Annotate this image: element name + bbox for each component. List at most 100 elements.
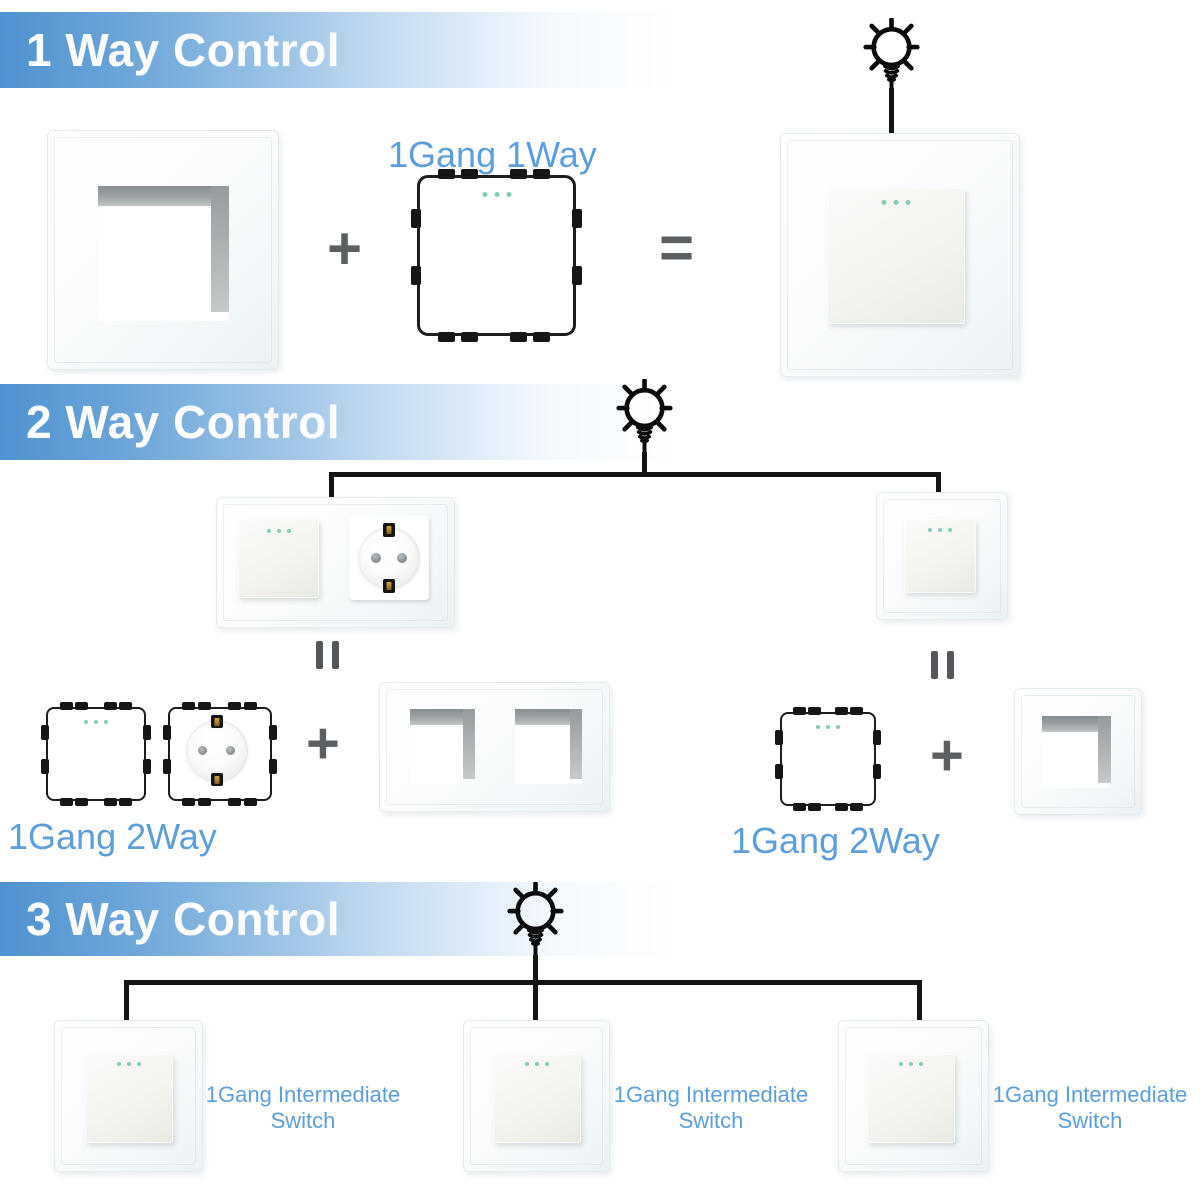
- mounting-clip: [793, 803, 807, 811]
- mounting-clip: [793, 707, 807, 715]
- window-shadow-right: [1098, 716, 1111, 783]
- mounting-clip: [163, 759, 171, 775]
- mounting-clip: [850, 707, 864, 715]
- wire-segment: [917, 980, 922, 1022]
- mounting-clip: [74, 702, 88, 710]
- mounting-clip: [572, 209, 582, 228]
- mounting-clip: [807, 803, 821, 811]
- switch-paddle: [493, 1054, 581, 1143]
- wire-segment: [889, 88, 894, 135]
- mounting-clip: [198, 702, 211, 710]
- socket-module: [163, 702, 277, 806]
- section-3-title: 3 Way Control: [26, 893, 341, 945]
- mounting-clip: [182, 798, 195, 806]
- frame-window: [515, 709, 582, 784]
- mounting-clip: [572, 266, 582, 286]
- window-shadow-top: [1042, 716, 1111, 732]
- mounting-clip: [269, 725, 277, 741]
- indicator-dots: [899, 1062, 923, 1066]
- window-shadow-top: [515, 709, 582, 725]
- mounting-clip: [41, 725, 49, 741]
- light-bulb-icon: [507, 882, 564, 964]
- mounting-clip: [438, 169, 456, 179]
- wire-segment: [642, 452, 647, 477]
- label-1gang2way-right: 1Gang 2Way: [731, 820, 940, 861]
- frame-window: [410, 709, 475, 784]
- mounting-clip: [461, 169, 479, 179]
- mounting-clip: [411, 266, 421, 286]
- indicator-dots: [881, 200, 911, 205]
- label-intermediate-3: 1Gang Intermediate Switch: [992, 1082, 1188, 1133]
- mounting-clip: [835, 707, 849, 715]
- assembled-switch-panel-2way: [876, 492, 1008, 620]
- label-1gang2way-left: 1Gang 2Way: [8, 816, 217, 857]
- wire-segment: [329, 472, 334, 498]
- mounting-clip: [775, 730, 783, 746]
- mounting-clip: [119, 702, 133, 710]
- window-shadow-right: [211, 186, 229, 312]
- indicator-dots: [482, 192, 511, 197]
- intermediate-switch-panel-2: [463, 1020, 610, 1172]
- intermediate-switch-panel-1: [54, 1020, 203, 1172]
- mounting-clip: [182, 702, 195, 710]
- indicator-dots: [525, 1062, 549, 1066]
- mounting-clip: [228, 798, 241, 806]
- equals-operator: =: [659, 214, 695, 281]
- socket-pin-hole: [397, 553, 407, 563]
- plus-operator-1: +: [327, 215, 363, 282]
- mounting-clip: [807, 707, 821, 715]
- mounting-clip: [510, 332, 528, 342]
- mounting-clip: [269, 759, 277, 775]
- window-shadow-top: [410, 709, 475, 725]
- indicator-dots: [816, 725, 840, 729]
- wire-segment: [936, 472, 941, 494]
- switch-paddle: [867, 1054, 955, 1143]
- switch-paddle: [827, 188, 965, 324]
- switch-socket-panel: [216, 497, 455, 628]
- mounting-clip: [103, 798, 117, 806]
- switch-module-1gang1way: [411, 169, 582, 342]
- switch-paddle: [904, 519, 976, 593]
- mounting-clip: [59, 798, 73, 806]
- window-shadow-right: [463, 709, 475, 779]
- section-3-banner: 3 Way Control: [0, 882, 1000, 956]
- socket-earth-contact: [211, 715, 223, 728]
- mounting-clip: [244, 702, 257, 710]
- mounting-clip: [461, 332, 479, 342]
- mounting-clip: [74, 798, 88, 806]
- indicator-dots: [266, 529, 291, 533]
- section-1-banner: 1 Way Control: [0, 12, 1000, 88]
- socket-pin-hole: [198, 746, 207, 755]
- mounting-clip: [103, 702, 117, 710]
- mounting-clip: [411, 209, 421, 228]
- mounting-clip: [775, 764, 783, 780]
- indicator-dots: [117, 1062, 141, 1066]
- socket-earth-contact: [383, 523, 395, 537]
- mounting-clip: [533, 169, 551, 179]
- section-2-title: 2 Way Control: [26, 396, 341, 448]
- mounting-clip: [198, 798, 211, 806]
- wire-segment: [533, 955, 538, 1022]
- intermediate-switch-panel-3: [838, 1020, 989, 1172]
- switch-module-1gang2way: [775, 707, 881, 811]
- equals-vertical-icon: [931, 651, 954, 679]
- empty-single-frame: [47, 130, 279, 370]
- switch-paddle: [238, 519, 319, 598]
- section-2-banner: 2 Way Control: [0, 384, 1000, 460]
- section-1-title: 1 Way Control: [26, 24, 341, 76]
- mounting-clip: [143, 759, 151, 775]
- mounting-clip: [438, 332, 456, 342]
- wire-segment: [124, 980, 129, 1022]
- indicator-dots: [84, 720, 108, 724]
- mounting-clip: [119, 798, 133, 806]
- socket-tile: [349, 516, 429, 600]
- mounting-clip: [244, 798, 257, 806]
- label-intermediate-1: 1Gang Intermediate Switch: [205, 1082, 401, 1133]
- mounting-clip: [850, 803, 864, 811]
- empty-double-frame: [379, 682, 610, 812]
- window-shadow-top: [98, 186, 229, 206]
- indicator-dots: [928, 528, 952, 532]
- mounting-clip: [533, 332, 551, 342]
- light-bulb-icon: [616, 379, 673, 461]
